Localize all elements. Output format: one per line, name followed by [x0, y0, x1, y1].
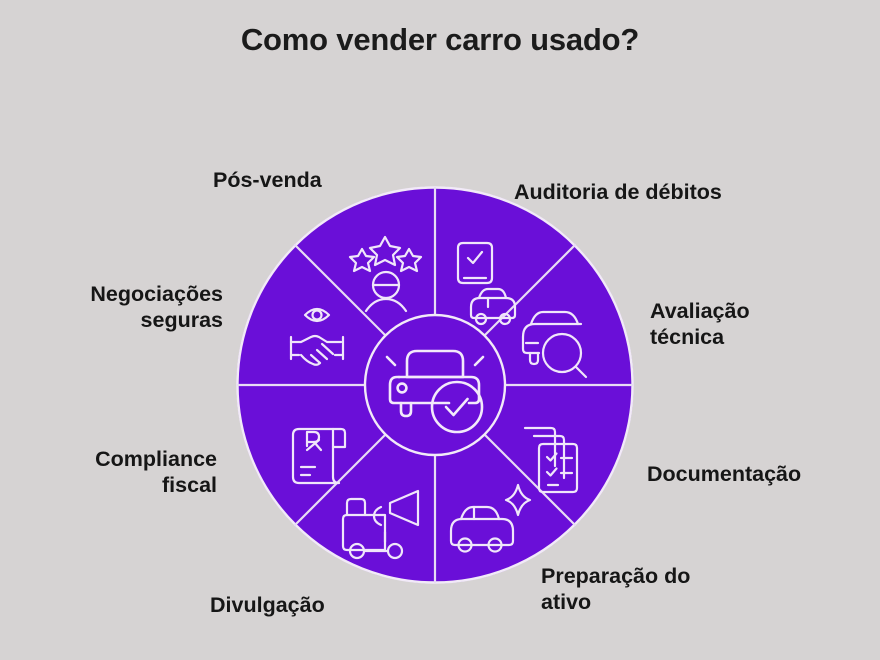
car-check-icon — [385, 349, 485, 434]
segmented-wheel-diagram — [235, 185, 635, 585]
wheel-label-avaliacao: Avaliação técnica — [650, 299, 750, 350]
wheel-svg — [236, 186, 634, 584]
document-check-car-icon — [456, 241, 517, 326]
handshake-eye-icon — [289, 307, 345, 366]
wheel-label-divulgacao: Divulgação — [210, 593, 325, 617]
car-magnifier-icon — [521, 310, 588, 379]
car-sparkle-icon — [449, 483, 532, 553]
wheel-label-compliance: Compliance fiscal — [95, 447, 217, 498]
wheel-label-negociacoes: Negociações seguras — [90, 282, 223, 333]
wheel-label-auditoria: Auditoria de débitos — [514, 180, 722, 204]
wheel-hub — [363, 313, 507, 457]
wheel-label-documentacao: Documentação — [647, 462, 802, 486]
page-title: Como vender carro usado? — [240, 22, 640, 57]
person-stars-icon — [348, 235, 423, 313]
wheel-label-preparacao: Preparação do ativo — [541, 564, 691, 615]
receipt-rx-icon — [291, 427, 347, 485]
truck-megaphone-icon — [341, 489, 420, 560]
stacked-checklist-icon — [523, 426, 579, 494]
wheel-label-pos-venda: Pós-venda — [213, 168, 322, 192]
